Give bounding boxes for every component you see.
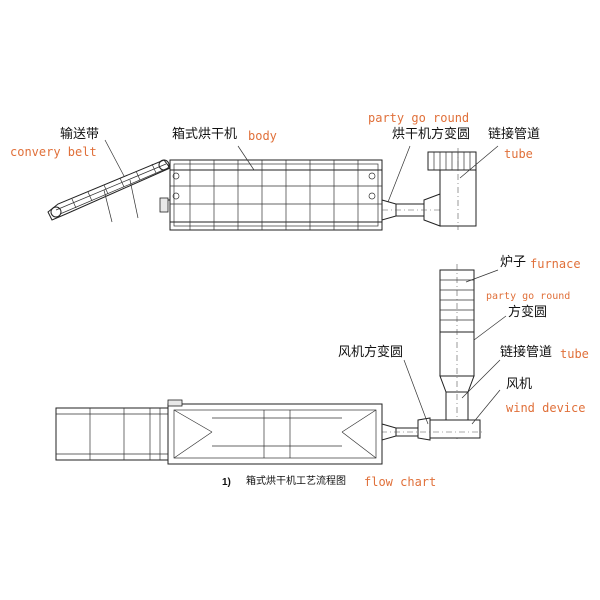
top-party-label-en: party go round (368, 111, 470, 125)
caption-cn: 箱式烘干机工艺流程图 (246, 476, 346, 487)
top-tower (427, 148, 477, 230)
top-leader-lines (104, 139, 499, 203)
top-transition-and-pipe (381, 193, 476, 227)
caption-number: 1) (222, 477, 231, 488)
body-label-en: body (248, 129, 277, 143)
conveyor-label-en: convery belt (10, 145, 97, 159)
body-label-cn: 箱式烘干机 (172, 127, 238, 142)
wind-device (417, 417, 481, 441)
top-transition-label-cn: 烘干机方变圆 (392, 127, 471, 142)
top-tube-label-en: tube (504, 147, 533, 161)
furnace-stack (439, 264, 475, 440)
bottom-tube-label-en: tube (560, 347, 589, 361)
conveyor-label-cn: 输送带 (60, 127, 100, 142)
bottom-party-label-en: party go round (486, 291, 571, 302)
caption-en: flow chart (364, 475, 437, 489)
fan-transition-label-cn: 风机方变圆 (338, 345, 404, 360)
top-tube-label-cn: 链接管道 (488, 127, 541, 142)
bottom-dryer (55, 399, 383, 465)
bottom-leader-lines (403, 269, 507, 425)
fan-label-cn: 风机 (506, 377, 533, 392)
bottom-tube-label-cn: 链接管道 (500, 345, 553, 360)
fan-label-en: wind device (506, 401, 586, 415)
furnace-label-cn: 炉子 (500, 255, 527, 270)
dryer-body (159, 159, 383, 231)
conveyor-belt (47, 159, 171, 223)
bottom-transition-label-cn: 方变圆 (508, 305, 548, 320)
furnace-label-en: furnace (530, 257, 581, 271)
